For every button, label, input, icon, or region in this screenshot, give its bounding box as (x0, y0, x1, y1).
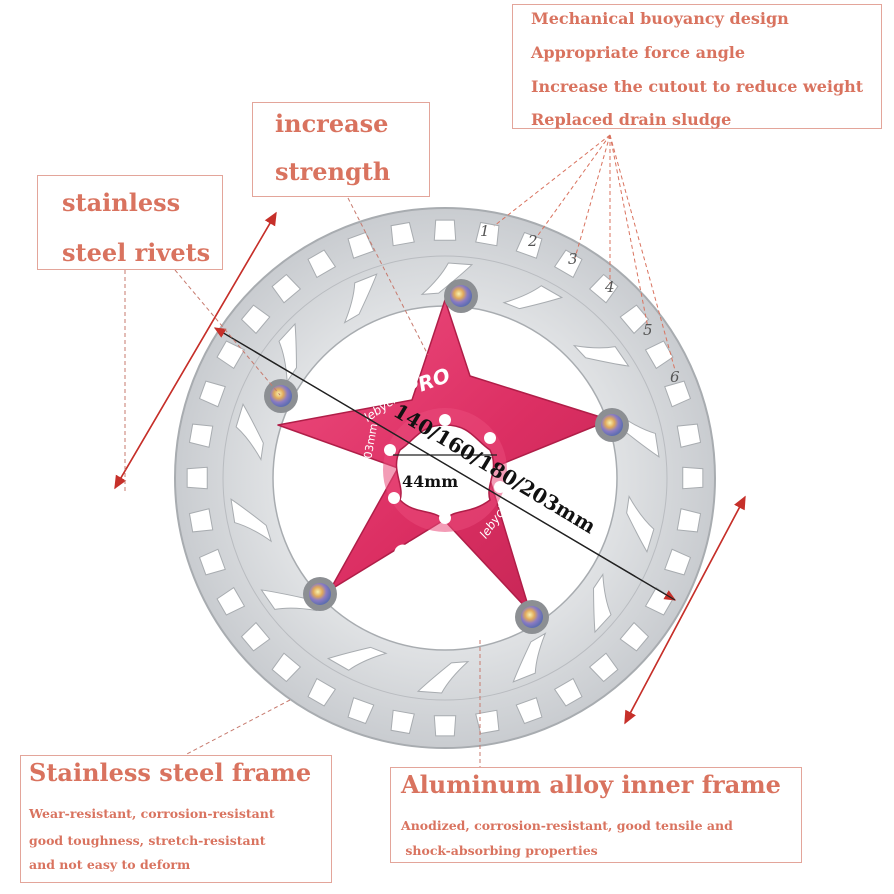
rotor-outer-cutout (475, 221, 500, 247)
rotor-outer-cutout (676, 508, 702, 533)
rotor-outer-cutout (475, 709, 500, 735)
rotor-outer-cutout (619, 304, 650, 335)
rotor-outer-cutout (240, 304, 271, 335)
aluminum-spider (277, 299, 611, 613)
inner-frame-desc-2: shock-absorbing properties (401, 843, 598, 858)
rotor-inner-cutout (416, 660, 470, 694)
rotor-outer-cutout (433, 715, 457, 737)
rotor-outer-cutout (390, 221, 415, 247)
rotor-outer-cutout (664, 548, 692, 576)
rotor-outer-cutout (216, 340, 246, 370)
rotor-outer-cutout (347, 697, 375, 725)
rotor-inner-cutout (278, 322, 297, 383)
cutout-number-2: 2 (527, 232, 538, 250)
rotor-outer-cutout (676, 423, 702, 448)
strength-label-line1: increase (275, 109, 389, 138)
feature-item-1: Mechanical buoyancy design (531, 9, 789, 28)
rotor-outer-cutout (682, 466, 704, 490)
inner-frame-title: Aluminum alloy inner frame (401, 770, 781, 799)
feature-pointer-lines (493, 134, 676, 371)
rotor-outer-cutout (188, 423, 214, 448)
rotor-outer-cutout (619, 621, 650, 652)
rivets-box: stainless steel rivets (37, 175, 223, 270)
rotor-inner-cutout (326, 646, 388, 671)
rotor-outer-cutout (198, 380, 226, 408)
cutout-number-5: 5 (643, 321, 653, 339)
rotor-outer-cutout (433, 219, 457, 241)
rotor-inner-cutout (230, 498, 273, 543)
rotor-inner-cutout (260, 589, 318, 612)
rivets-label-line1: stainless (62, 188, 181, 217)
rotor-inner-cutout (502, 285, 564, 310)
rotor-inner-cutout (572, 344, 630, 367)
rotor-outer-cutout (515, 231, 543, 259)
rotor-outer-cutout (588, 273, 619, 304)
rotor-outer-cutout (198, 548, 226, 576)
cutout-number-4: 4 (604, 278, 615, 296)
diameter-line (213, 327, 677, 601)
rotor-outer-cutout (271, 652, 302, 683)
rotor-outer-cutout (307, 677, 337, 707)
rotor-inner-cutout (593, 573, 612, 634)
cutout-number-6: 6 (670, 368, 680, 386)
steel-frame-title: Stainless steel frame (29, 758, 312, 787)
steel-frame-desc-2: good toughness, stretch-resistant (29, 833, 266, 848)
feature-item-2: Appropriate force angle (531, 43, 746, 62)
inner-frame-desc-1: Anodized, corrosion-resistant, good tens… (401, 818, 733, 833)
rotor-inner-cutout (235, 403, 264, 462)
rotor-outer-cutout (216, 586, 246, 616)
steel-frame-desc-3: and not easy to deform (29, 857, 191, 872)
steel-frame-box: Stainless steel frame Wear-resistant, co… (20, 755, 332, 883)
rotor-outer-cutout (515, 697, 543, 725)
label-leader-lines (124, 197, 481, 768)
rivets-label-line2: steel rivets (62, 238, 211, 267)
strength-label-line2: strength (275, 157, 391, 186)
rotor-outer-cutout (553, 677, 583, 707)
rotor-outer-cutout (240, 621, 271, 652)
steel-frame-desc-1: Wear-resistant, corrosion-resistant (29, 806, 275, 821)
feature-item-4: Replaced drain sludge (531, 110, 732, 129)
rotor-inner-cutouts (230, 262, 660, 694)
rotor-outer-cutout (307, 249, 337, 279)
cutout-number-3: 3 (568, 250, 578, 268)
rotor-inner-cutout (343, 273, 378, 324)
cutout-number-1: 1 (480, 222, 490, 240)
rotor-outer-cutout (186, 466, 208, 490)
rotor-outer-cutout (664, 380, 692, 408)
features-box: Mechanical buoyancy design Appropriate f… (512, 4, 882, 129)
inner-frame-box: Aluminum alloy inner frame Anodized, cor… (390, 767, 802, 863)
rotor-outer-cutout (271, 273, 302, 304)
rotor-outer-cutout (188, 508, 214, 533)
hub-size-label: 44mm (402, 472, 458, 491)
strength-box: increase strength (252, 102, 430, 197)
cutout-number-labels: 1 2 3 4 5 6 (480, 222, 680, 386)
rotor-outer-cutout (390, 709, 415, 735)
dimension-arrows (114, 211, 746, 725)
rotor-outer-cutout (644, 340, 674, 370)
rotor-inner-cutout (512, 632, 547, 683)
rotor-inner-cutout (626, 494, 655, 553)
stainless-rivets (264, 279, 629, 634)
rotor-outer-cutout (588, 652, 619, 683)
feature-item-3: Increase the cutout to reduce weight (531, 77, 864, 96)
